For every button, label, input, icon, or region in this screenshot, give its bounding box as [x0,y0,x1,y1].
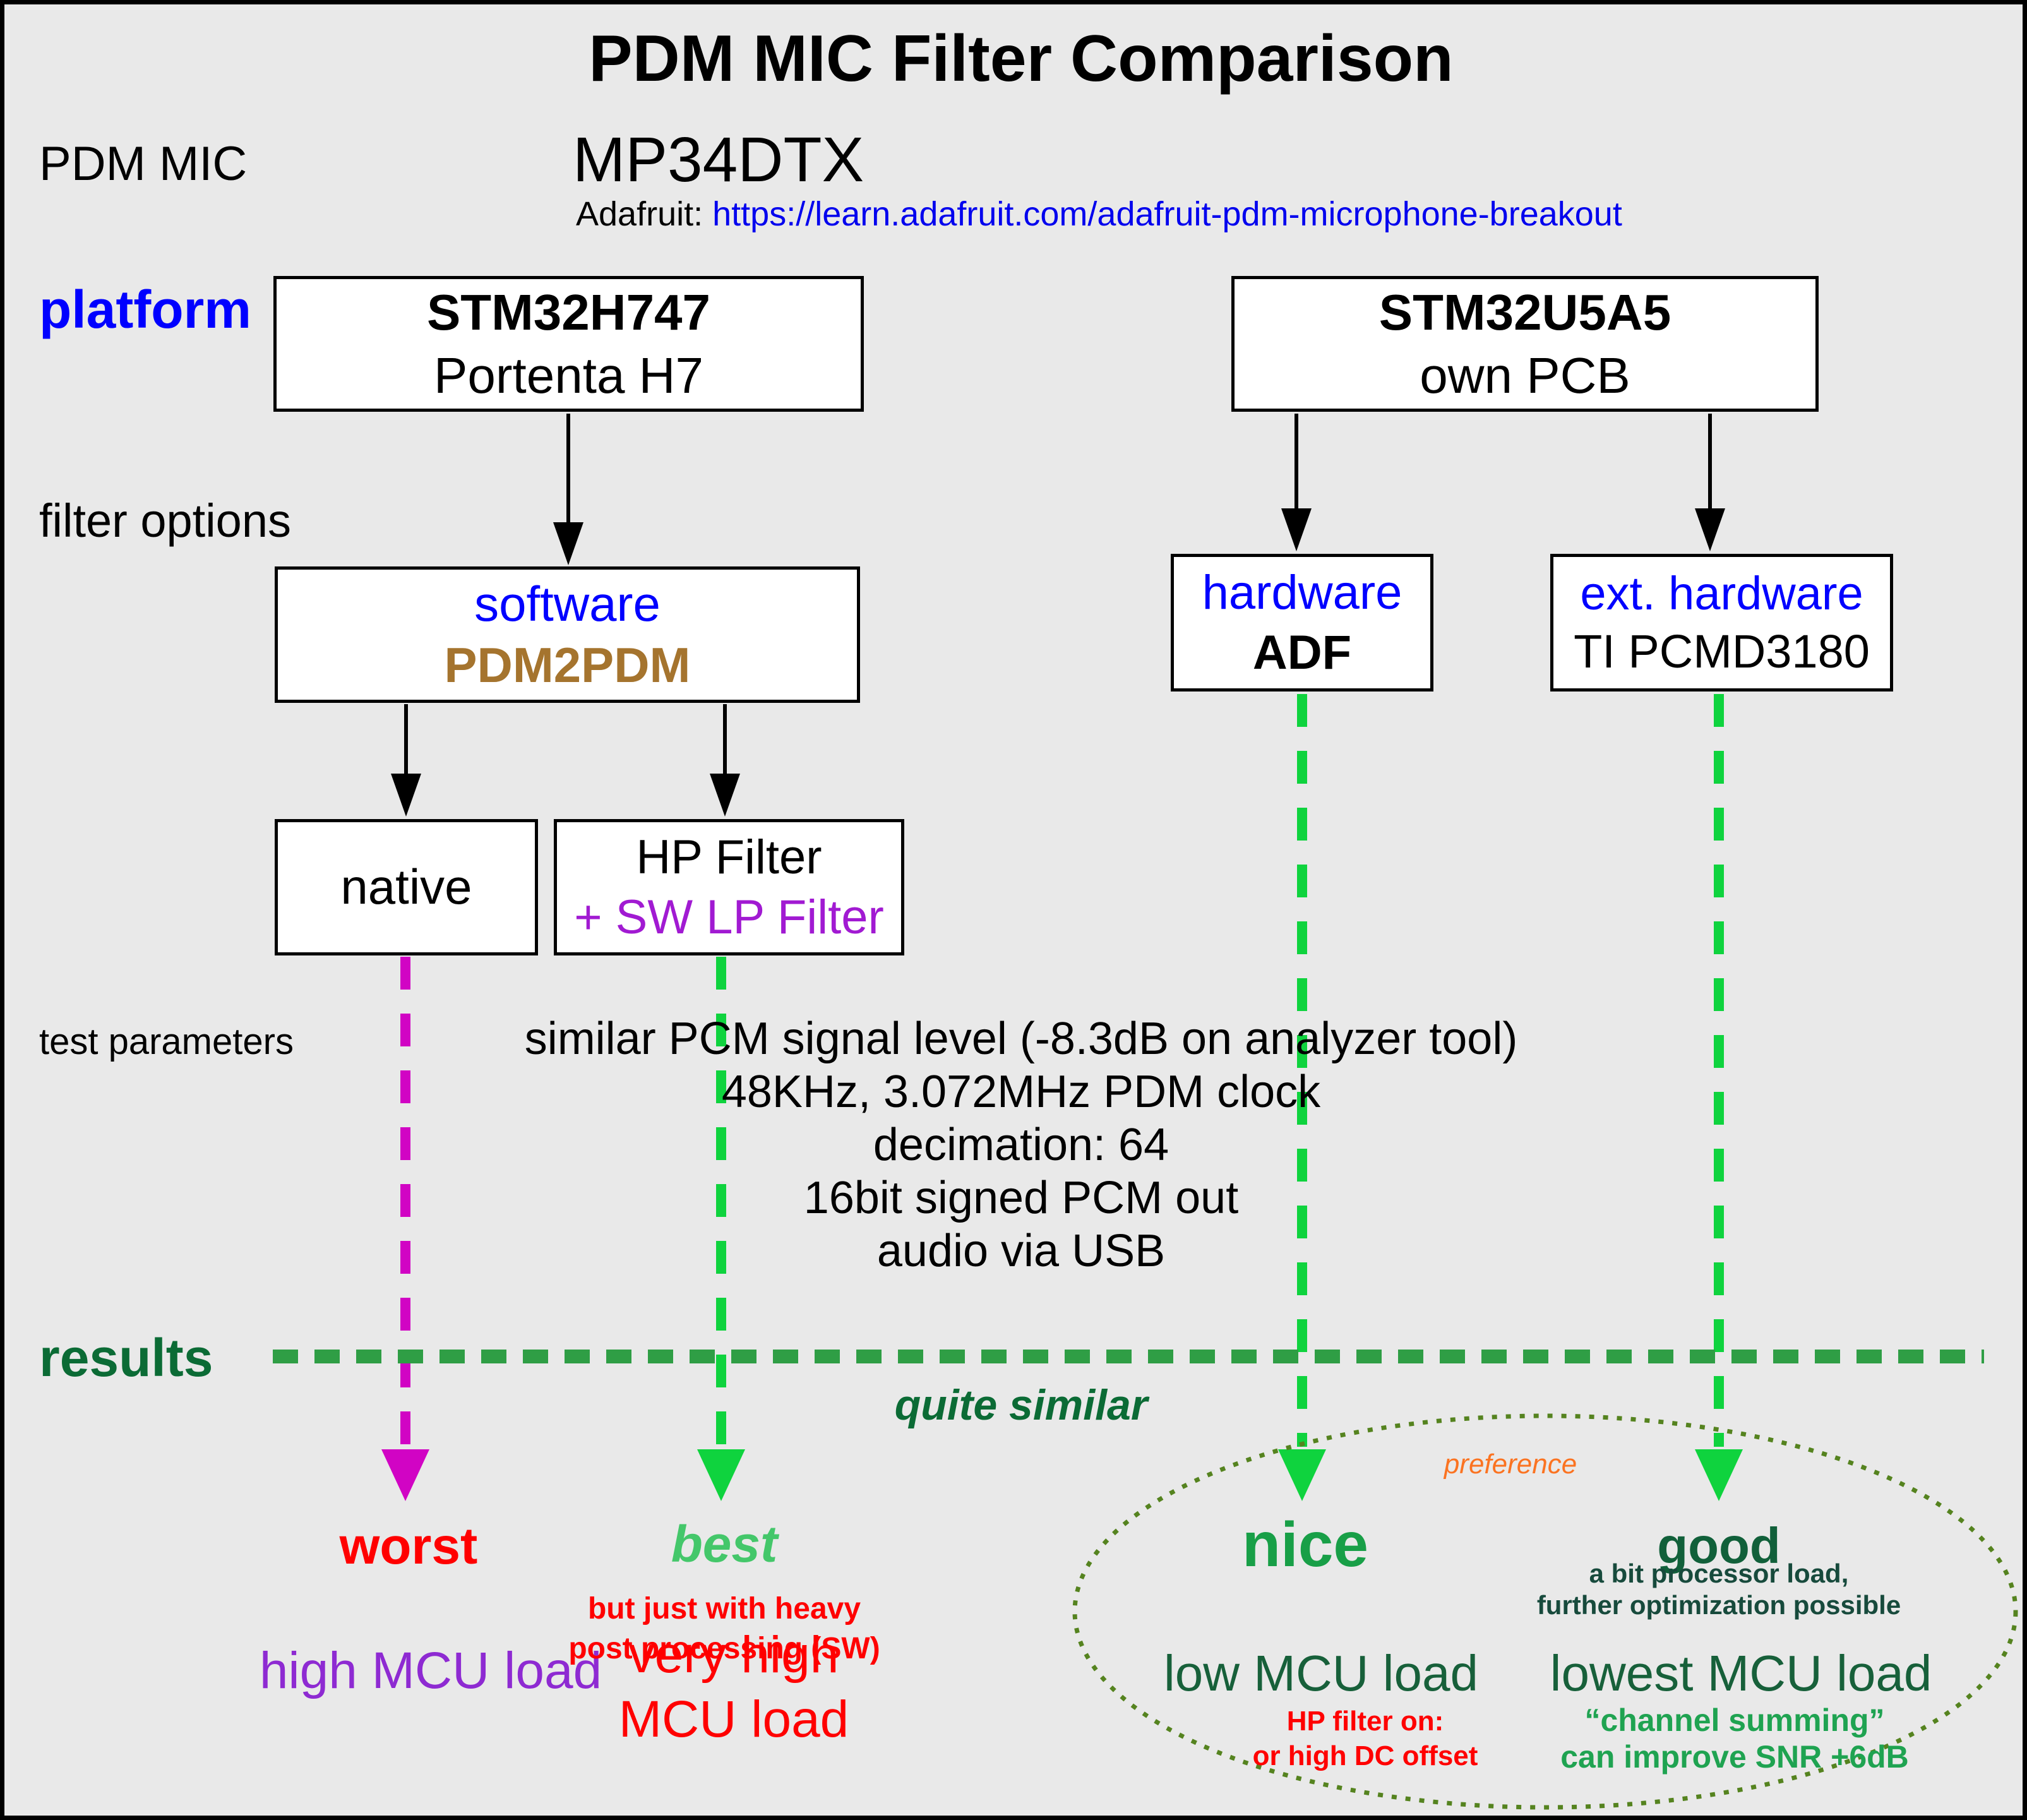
test-parameter-line: audio via USB [876,1226,1166,1276]
filter-box-software: software PDM2PDM [275,566,860,703]
good-load-note: lowest MCU load [1550,1645,1932,1701]
connector-layer [273,414,2018,1810]
platform-board: own PCB [1420,347,1630,404]
quite-similar-note: quite similar [894,1381,1148,1429]
filter-box-hardware-adf: hardware ADF [1171,554,1433,691]
test-parameter-line: similar PCM signal level (-8.3dB on anal… [524,1014,1518,1064]
dashed-connector-ext-good [1695,694,1743,1501]
worst-load-note: high MCU load [259,1642,602,1699]
verdict-good: good [1657,1518,1781,1574]
flow-arrow-software-to-native [391,704,421,817]
platform-row-label: platform [39,280,251,339]
best-note-line1: but just with heavy [587,1592,861,1625]
dashed-connector-hp-best [697,957,745,1501]
nice-note-line2: or high DC offset [1252,1740,1478,1771]
good-extra-line2: can improve SNR +6dB [1560,1739,1909,1775]
option-label-line2: + SW LP Filter [574,890,884,944]
filter-kind: software [474,575,661,632]
filter-box-ext-hardware: ext. hardware TI PCMD3180 [1550,554,1893,691]
platform-box-stm32h747: STM32H747 Portenta H7 [273,276,864,412]
verdict-best: best [671,1516,778,1573]
flow-arrow-software-to-hp [710,704,740,817]
filter-name: PDM2PDM [444,637,691,693]
option-label: native [340,859,472,915]
option-box-native: native [275,819,538,955]
filter-name: TI PCMD3180 [1574,625,1870,678]
filter-name: ADF [1252,626,1352,680]
good-note-line1: a bit processor load, [1589,1559,1849,1588]
results-row-label: results [39,1328,213,1387]
filter-kind: ext. hardware [1580,566,1863,620]
preference-ellipse [1072,1413,2018,1810]
filter-kind: hardware [1202,566,1402,620]
filter-options-row-label: filter options [39,494,291,547]
test-parameter-line: decimation: 64 [873,1120,1169,1170]
flow-arrow-platform-left-to-software [553,414,583,565]
best-load-line2: MCU load [618,1691,849,1748]
test-parameter-line: 16bit signed PCM out [803,1173,1239,1223]
dashed-connector-native-worst [381,957,429,1501]
adafruit-link[interactable]: https://learn.adafruit.com/adafruit-pdm-… [712,195,1622,233]
platform-box-stm32u5a5: STM32U5A5 own PCB [1231,276,1819,412]
good-note-line2: further optimization possible [1536,1590,1901,1620]
flow-arrow-platform-right-to-adf [1281,414,1312,551]
option-box-hp-filter: HP Filter + SW LP Filter [554,819,904,955]
good-extra-line1: “channel summing” [1584,1703,1885,1738]
pdm-mic-row-label: PDM MIC [39,137,248,191]
platform-board: Portenta H7 [434,347,703,404]
mic-name: MP34DTX [573,124,864,195]
verdict-nice: nice [1241,1509,1369,1580]
dashed-connector-adf-nice [1278,694,1326,1501]
platform-name: STM32H747 [426,284,711,340]
best-note-line2: post processing (SW) [568,1632,880,1665]
flow-arrow-platform-right-to-ext [1695,414,1725,551]
mic-source-label: Adafruit: [576,195,703,233]
mic-source-line: Adafruit: https://learn.adafruit.com/ada… [576,196,1622,232]
page-title: PDM MIC Filter Comparison [589,22,1454,95]
nice-note-line1: HP filter on: [1286,1706,1444,1737]
best-load-line1: very high [628,1626,839,1684]
platform-name: STM32U5A5 [1378,284,1671,340]
test-parameter-line: 48KHz, 3.072MHz PDM clock [721,1067,1321,1117]
option-label-line1: HP Filter [636,830,822,884]
preference-label: preference [1444,1449,1577,1480]
nice-load-note: low MCU load [1164,1645,1478,1701]
verdict-worst: worst [339,1518,478,1575]
test-parameters-row-label: test parameters [39,1021,294,1062]
